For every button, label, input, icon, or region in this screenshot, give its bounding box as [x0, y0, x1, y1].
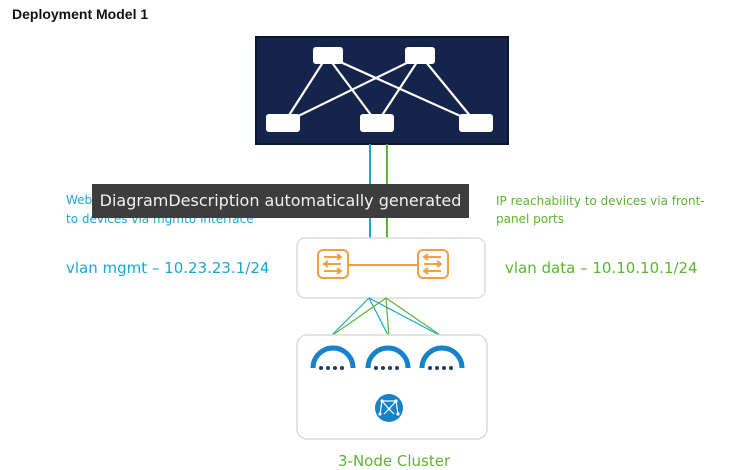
fabric-links — [283, 54, 477, 125]
mgmt-vlan-label: vlan mgmt – 10.23.23.1/24 — [66, 259, 270, 277]
data-vlan-label: vlan data – 10.10.10.1/24 — [505, 259, 698, 277]
data-description-line1: IP reachability to devices via front- — [496, 194, 705, 208]
switch-icon — [417, 249, 449, 279]
cluster-box — [296, 334, 488, 440]
server-node-icon — [365, 345, 411, 370]
orchestrator-logo-icon — [375, 394, 403, 422]
leaf-node — [266, 114, 300, 132]
spine-node — [313, 47, 343, 64]
mgmt-description-line1: Web — [66, 193, 93, 207]
leaf-node — [459, 114, 493, 132]
fabric-box — [255, 36, 509, 145]
switch-box — [296, 237, 486, 299]
page-title: Deployment Model 1 — [12, 6, 149, 22]
spine-node — [405, 47, 435, 64]
data-description-line2: panel ports — [496, 212, 564, 226]
leaf-node — [360, 114, 394, 132]
switch-icon — [317, 249, 349, 279]
server-node-icon — [310, 345, 356, 370]
image-alt-tooltip: DiagramDescription automatically generat… — [92, 184, 469, 218]
cluster-label: 3-Node Cluster — [338, 452, 451, 470]
cluster-links — [329, 297, 444, 338]
server-node-icon — [419, 345, 465, 370]
